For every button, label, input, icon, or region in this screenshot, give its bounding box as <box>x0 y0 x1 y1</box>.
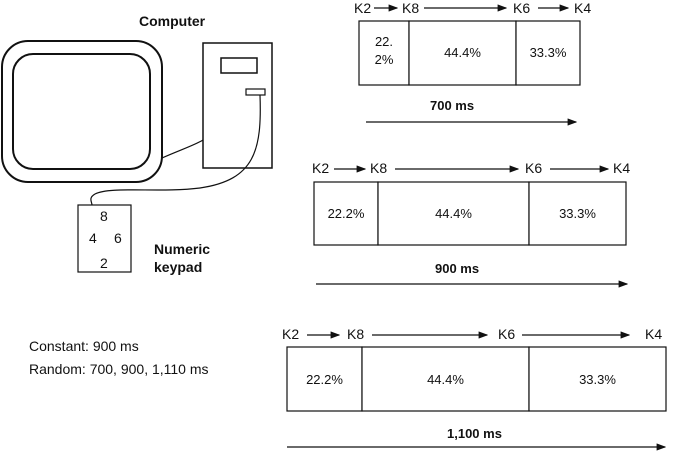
seq3-segment-3: 33.3% <box>579 372 616 387</box>
seq2-duration: 900 ms <box>435 261 480 276</box>
seq1-duration: 700 ms <box>430 98 475 113</box>
sequence-1-boxes <box>358 20 581 86</box>
keypad-label-line1: Numeric <box>154 241 211 257</box>
seq2-key-1: K2 <box>312 160 330 176</box>
seq3-key-2: K8 <box>347 326 365 342</box>
seq1-segment-1: 22. 2% <box>374 34 394 67</box>
random-condition: Random: 700, 900, 1,110 ms <box>29 361 209 377</box>
keypad-key-8: 8 <box>100 208 108 224</box>
seq2-key-3: K6 <box>525 160 543 176</box>
monitor-icon <box>1 40 163 183</box>
seq3-key-1: K2 <box>282 326 300 342</box>
monitor-cable <box>161 139 204 159</box>
keypad-label-line2: keypad <box>154 259 203 275</box>
sequence-3-boxes <box>286 346 667 412</box>
keypad-body <box>77 204 132 273</box>
seq1-segment-3: 33.3% <box>529 45 567 60</box>
seq1-key-2: K8 <box>402 0 420 16</box>
seq1-key-4: K4 <box>574 0 592 16</box>
seq2-key-2: K8 <box>370 160 388 176</box>
keypad-key-2: 2 <box>100 255 108 271</box>
seq1-key-1: K2 <box>354 0 372 16</box>
keypad-key-4: 4 <box>89 230 97 246</box>
seq3-key-4: K4 <box>645 326 663 342</box>
seq1-segment-2: 44.4% <box>444 45 481 60</box>
seq2-key-4: K4 <box>613 160 631 176</box>
keypad-key-6: 6 <box>114 230 122 246</box>
computer-label: Computer <box>139 13 206 29</box>
computer-tower-icon <box>202 42 273 169</box>
seq3-duration: 1,100 ms <box>447 426 502 441</box>
seq3-segment-1: 22.2% <box>306 372 343 387</box>
keypad-cable <box>90 94 261 206</box>
sequence-2-boxes <box>313 181 627 246</box>
seq2-segment-2: 44.4% <box>435 206 472 221</box>
constant-condition: Constant: 900 ms <box>29 338 139 354</box>
seq3-segment-2: 44.4% <box>427 372 464 387</box>
seq1-key-3: K6 <box>513 0 531 16</box>
seq2-segment-1: 22.2% <box>327 206 365 221</box>
seq3-key-3: K6 <box>498 326 516 342</box>
seq2-segment-3: 33.3% <box>559 206 596 221</box>
